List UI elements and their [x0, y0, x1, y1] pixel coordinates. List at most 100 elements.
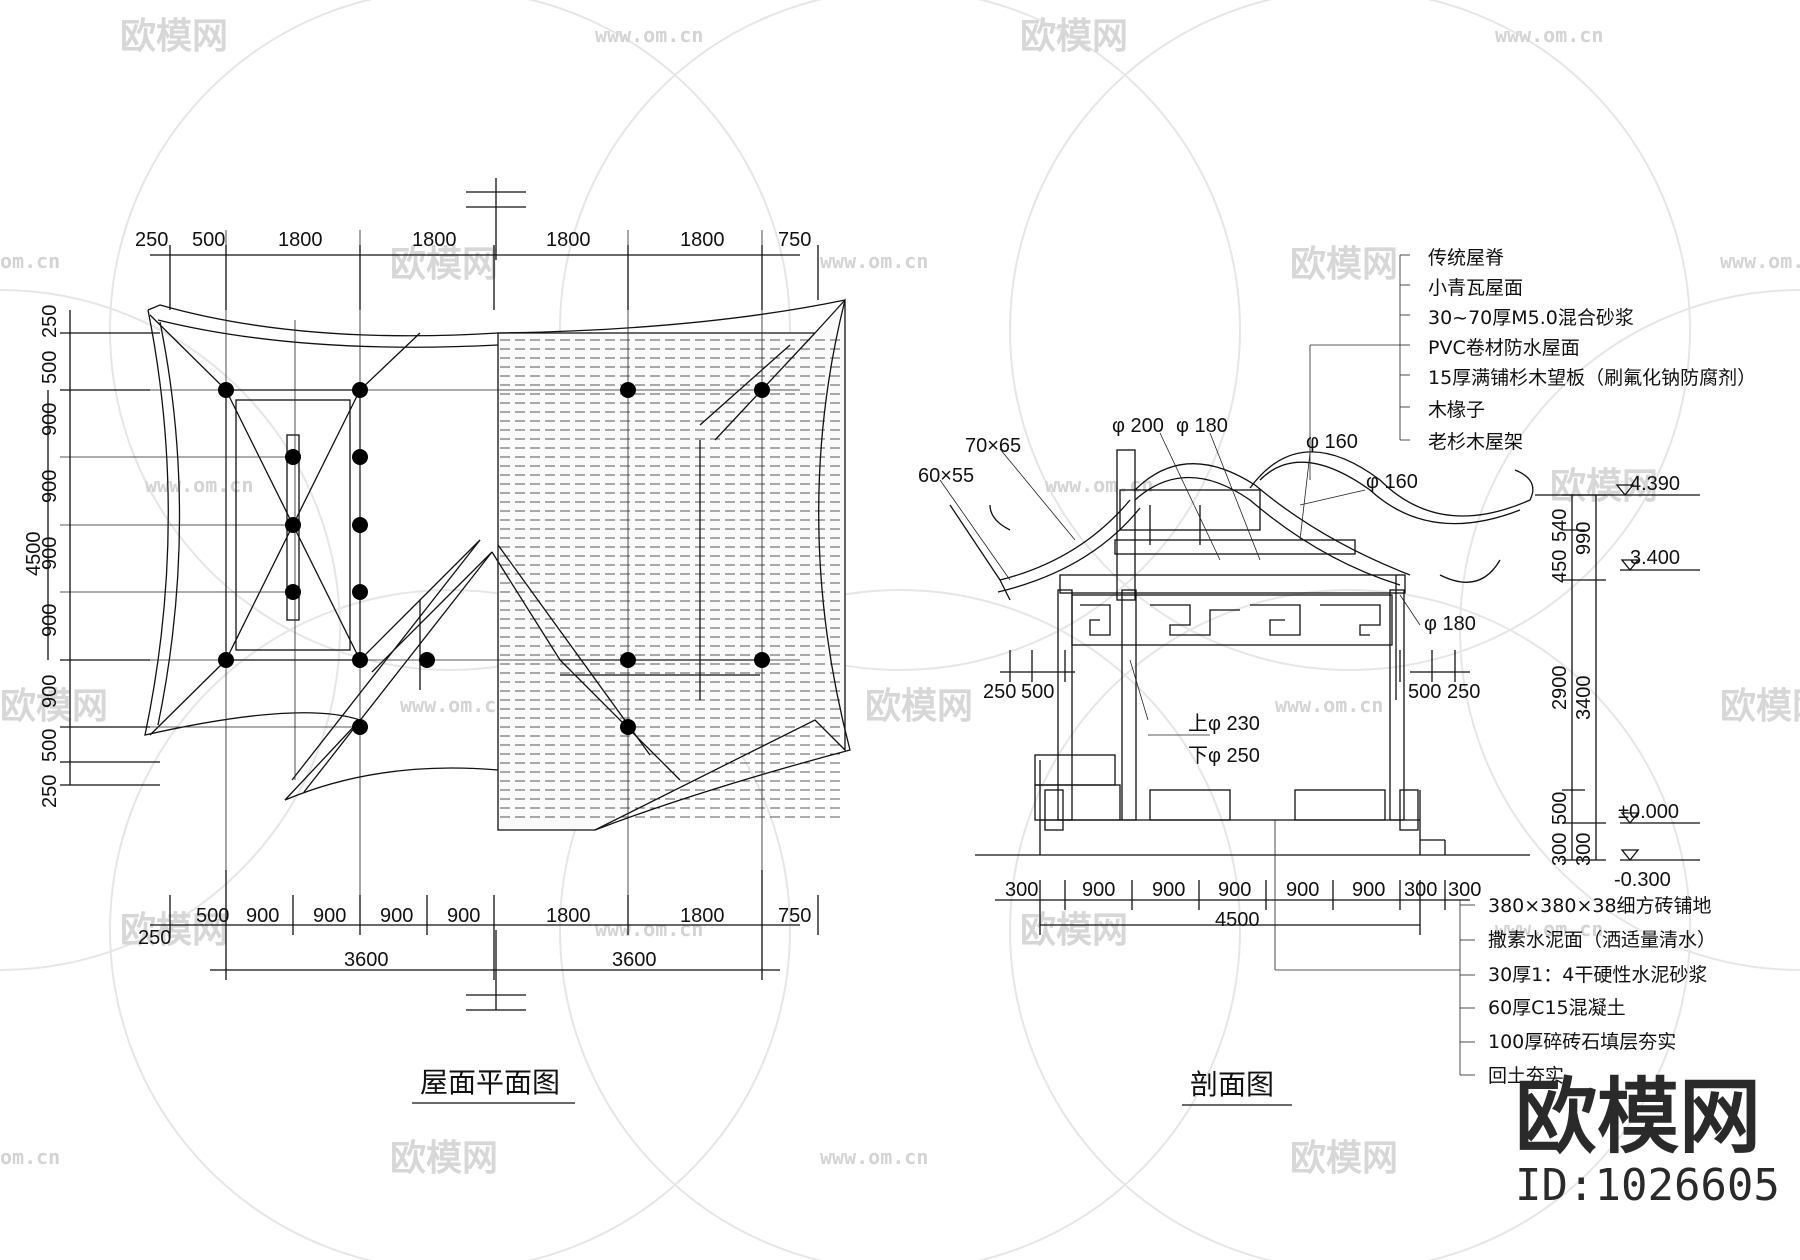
top-dimension-line	[150, 245, 819, 310]
plan-left-dim: 500	[39, 729, 61, 762]
watermark-url: www.om.cn	[1495, 917, 1603, 941]
dim-2900: 2900	[1549, 666, 1571, 711]
roof-note: 老杉木屋架	[1428, 431, 1523, 453]
watermark-url: www.om.cn	[400, 693, 508, 717]
plan-left-total: 4500	[23, 532, 45, 577]
plan-bottom-dim: 900	[447, 905, 480, 927]
plan-top-dim: 1800	[680, 229, 725, 251]
dim-540: 540	[1549, 509, 1571, 542]
plan-bottom-dim: 900	[313, 905, 346, 927]
eave-side-dims	[1000, 650, 1470, 682]
watermark-url: www.om.cn	[1045, 473, 1153, 497]
watermark-brand: 欧模网	[865, 686, 973, 727]
watermark-url: www.om.cn	[1720, 249, 1800, 273]
watermark-brand: 欧模网	[0, 686, 108, 727]
left-dimension-lines	[47, 310, 160, 786]
roof-note: 小青瓦屋面	[1428, 277, 1523, 299]
watermark-brand: 欧模网	[390, 244, 498, 285]
roof-note: 木椽子	[1428, 399, 1485, 421]
section-bottom-total: 4500	[1215, 909, 1260, 931]
roof-outline	[144, 299, 851, 831]
brand-id: ID:1026605	[1515, 1160, 1780, 1211]
section-bottom-dim: 900	[1152, 879, 1185, 901]
watermark-brand: 欧模网	[1290, 244, 1398, 285]
level-zero: ±0.000	[1618, 801, 1679, 823]
tile-hatch	[497, 298, 846, 831]
section-roof	[949, 451, 1534, 601]
level-top: 4.390	[1630, 473, 1680, 495]
plan-bottom-total: 3600	[344, 949, 389, 971]
section-view: 70×65 60×55 φ 200 φ 180 φ 160 φ 160 φ 18…	[918, 247, 1756, 1106]
plan-top-dim: 1800	[546, 229, 591, 251]
plan-top-dim: 250	[135, 229, 168, 251]
benches	[1034, 754, 1386, 821]
roof-plan: 250 500 1800 1800 1800 1800 750 250 500 …	[23, 178, 851, 1104]
label-phi160: φ 160	[1306, 431, 1358, 453]
watermark-brand: 欧模网	[120, 910, 228, 951]
plan-bottom-dim: 500	[196, 905, 229, 927]
level-eave: 3.400	[1630, 547, 1680, 569]
lattice-frieze	[1071, 594, 1393, 646]
floor-note: 撒素水泥面（洒适量清水）	[1488, 929, 1716, 951]
watermark-url: www.om.cn	[1275, 693, 1383, 717]
dim-450: 450	[1549, 550, 1571, 583]
eave-dim: 250	[1447, 681, 1480, 703]
roof-notes-leader	[1309, 254, 1410, 480]
label-60x55: 60×55	[918, 465, 974, 487]
roof-note: PVC卷材防水屋面	[1428, 337, 1580, 359]
plan-left-dim: 900	[39, 604, 61, 637]
watermark-url: www.om.cn	[595, 23, 703, 47]
section-bottom-dim: 900	[1218, 879, 1251, 901]
plan-left-dim: 900	[39, 537, 61, 570]
section-bottom-dim: 900	[1286, 879, 1319, 901]
section-columns	[1057, 575, 1405, 821]
roof-note: 传统屋脊	[1428, 247, 1504, 269]
plan-bottom-dim: 900	[246, 905, 279, 927]
dim-500: 500	[1549, 792, 1571, 825]
watermark-url: om.cn	[0, 249, 60, 273]
plan-bottom-dim: 900	[380, 905, 413, 927]
plan-top-dim: 1800	[412, 229, 457, 251]
section-bottom-dim: 900	[1352, 879, 1385, 901]
watermark-brand: 欧模网	[120, 16, 228, 57]
plan-left-dim: 250	[39, 775, 61, 808]
floor-note: 30厚1：4干硬性水泥砂浆	[1488, 964, 1707, 986]
section-bottom-dims	[995, 880, 1470, 935]
watermark-brand: 欧模网	[1290, 1138, 1398, 1179]
dim-300: 300	[1549, 833, 1571, 866]
brand-logo: 欧模网	[1515, 1070, 1761, 1165]
section-beams	[1059, 449, 1406, 601]
eave-dim: 500	[1021, 681, 1054, 703]
label-phi180: φ 180	[1176, 415, 1228, 437]
plan-top-dim: 1800	[278, 229, 323, 251]
level-marks	[1535, 484, 1700, 862]
plan-bottom-total: 3600	[612, 949, 657, 971]
watermark-url: www.om.cn	[595, 917, 703, 941]
section-title: 剖面图	[1190, 1068, 1274, 1101]
section-bottom-dim: 900	[1082, 879, 1115, 901]
bottom-dimension-lines	[150, 870, 819, 980]
watermark-brand: 欧模网	[1550, 466, 1658, 507]
label-column-bottom: 下φ 250	[1188, 745, 1260, 767]
plan-bottom-dim: 750	[778, 905, 811, 927]
watermark-brand: 欧模网	[1020, 910, 1128, 951]
roof-note: 15厚满铺杉木望板（刷氟化钠防腐剂）	[1428, 367, 1756, 389]
plan-left-dim: 900	[39, 403, 61, 436]
plan-title: 屋面平面图	[420, 1066, 560, 1099]
watermark-brand: 欧模网	[1020, 16, 1128, 57]
label-70x65: 70×65	[965, 435, 1021, 457]
watermark-url: om.cn	[0, 1145, 60, 1169]
roof-note: 30~70厚M5.0混合砂浆	[1428, 307, 1634, 329]
label-phi160: φ 160	[1366, 471, 1418, 493]
watermark-url: www.om.cn	[145, 473, 253, 497]
floor-note: 回土夯实	[1488, 1065, 1564, 1087]
dim-300: 300	[1573, 833, 1595, 866]
plan-bottom-dim: 1800	[680, 905, 725, 927]
right-dimension-lines	[1562, 494, 1606, 861]
plan-top-dim: 500	[192, 229, 225, 251]
watermark-brand: 欧模网	[1720, 686, 1800, 727]
plan-top-dim: 750	[778, 229, 811, 251]
centre-mark-top	[466, 178, 526, 260]
plan-bottom-dim: 1800	[546, 905, 591, 927]
